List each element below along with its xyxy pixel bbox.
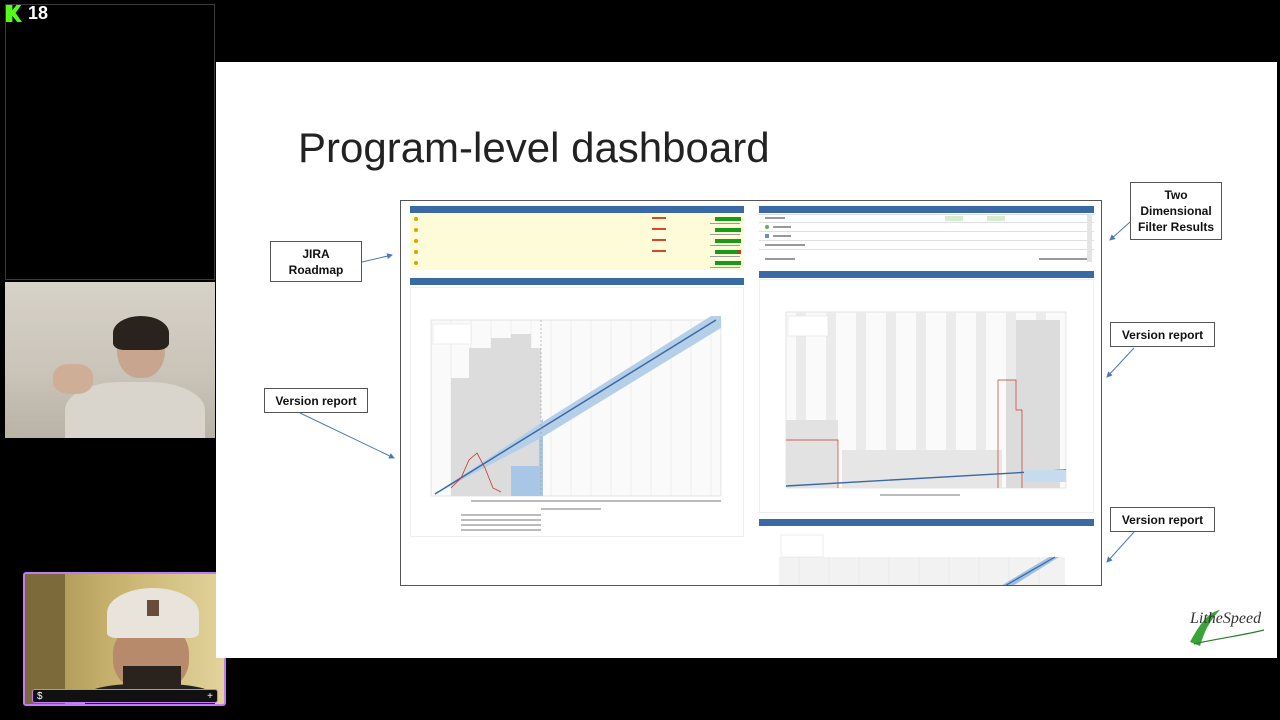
roadmap-rows [414, 217, 741, 268]
webcam-toolbar: $ + [32, 689, 218, 703]
version-report-right-2-panel [759, 527, 1094, 585]
lithespeed-swoosh-icon [1190, 610, 1265, 646]
version-report-left-chart [430, 316, 722, 531]
brand-number: 18 [28, 2, 49, 23]
version-report-right-1-panel [759, 279, 1094, 513]
arrow-version-left [299, 412, 395, 459]
roadmap-panel-header [410, 206, 744, 213]
version-report-left-panel [410, 287, 744, 537]
presenter-body [65, 382, 205, 438]
lithespeed-logo-text: LitheSpeed [1190, 610, 1262, 627]
presenter-hair [113, 316, 169, 350]
filter-table-rows [759, 214, 1094, 262]
filter-table [759, 214, 1094, 266]
callout-version-report-left: Version report [264, 388, 368, 413]
dashboard-screenshot [400, 200, 1102, 586]
callout-version-report-right-2-label: Version report [1121, 512, 1204, 527]
arrow-version-right-2 [1106, 531, 1135, 563]
slide-title: Program-level dashboard [298, 124, 770, 171]
arrow-version-right-1 [1106, 347, 1135, 378]
kick-logo-icon [6, 4, 22, 22]
callout-version-report-right-2: Version report [1110, 507, 1215, 532]
arrow-jira [361, 253, 393, 263]
callout-two-dimensional-label: Two Dimensional Filter Results [1137, 188, 1215, 234]
callout-two-dimensional: Two Dimensional Filter Results [1130, 182, 1222, 240]
plus-icon[interactable]: + [207, 690, 213, 702]
lithespeed-logo: LitheSpeed [1180, 606, 1268, 650]
filter-panel-header [759, 206, 1094, 213]
version-report-left-header [410, 278, 744, 285]
arrow-two-dimensional [1109, 221, 1131, 241]
callout-version-report-left-label: Version report [275, 393, 357, 408]
callout-arrows [299, 221, 1135, 563]
presenter-hand [53, 364, 93, 394]
callout-jira-roadmap-label: JIRA Roadmap [288, 246, 344, 277]
version-report-right-1-chart [785, 311, 1067, 496]
version-report-right-2-header [759, 519, 1094, 526]
callout-jira-roadmap: JIRA Roadmap [270, 241, 362, 282]
stream-brand: 18 [6, 2, 48, 24]
callout-version-report-right-1: Version report [1110, 322, 1215, 347]
dollar-icon[interactable]: $ [37, 690, 43, 702]
roadmap-panel [410, 214, 744, 270]
version-report-right-2-chart [779, 534, 1065, 585]
presenter-webcam [5, 282, 215, 438]
cap-badge [147, 600, 159, 616]
version-report-right-1-header [759, 271, 1094, 278]
presentation-slide: Program-level dashboard [216, 62, 1277, 658]
side-frame [5, 4, 215, 280]
background-door [25, 574, 65, 704]
callout-version-report-right-1-label: Version report [1121, 327, 1204, 342]
streamer-webcam [23, 572, 226, 706]
